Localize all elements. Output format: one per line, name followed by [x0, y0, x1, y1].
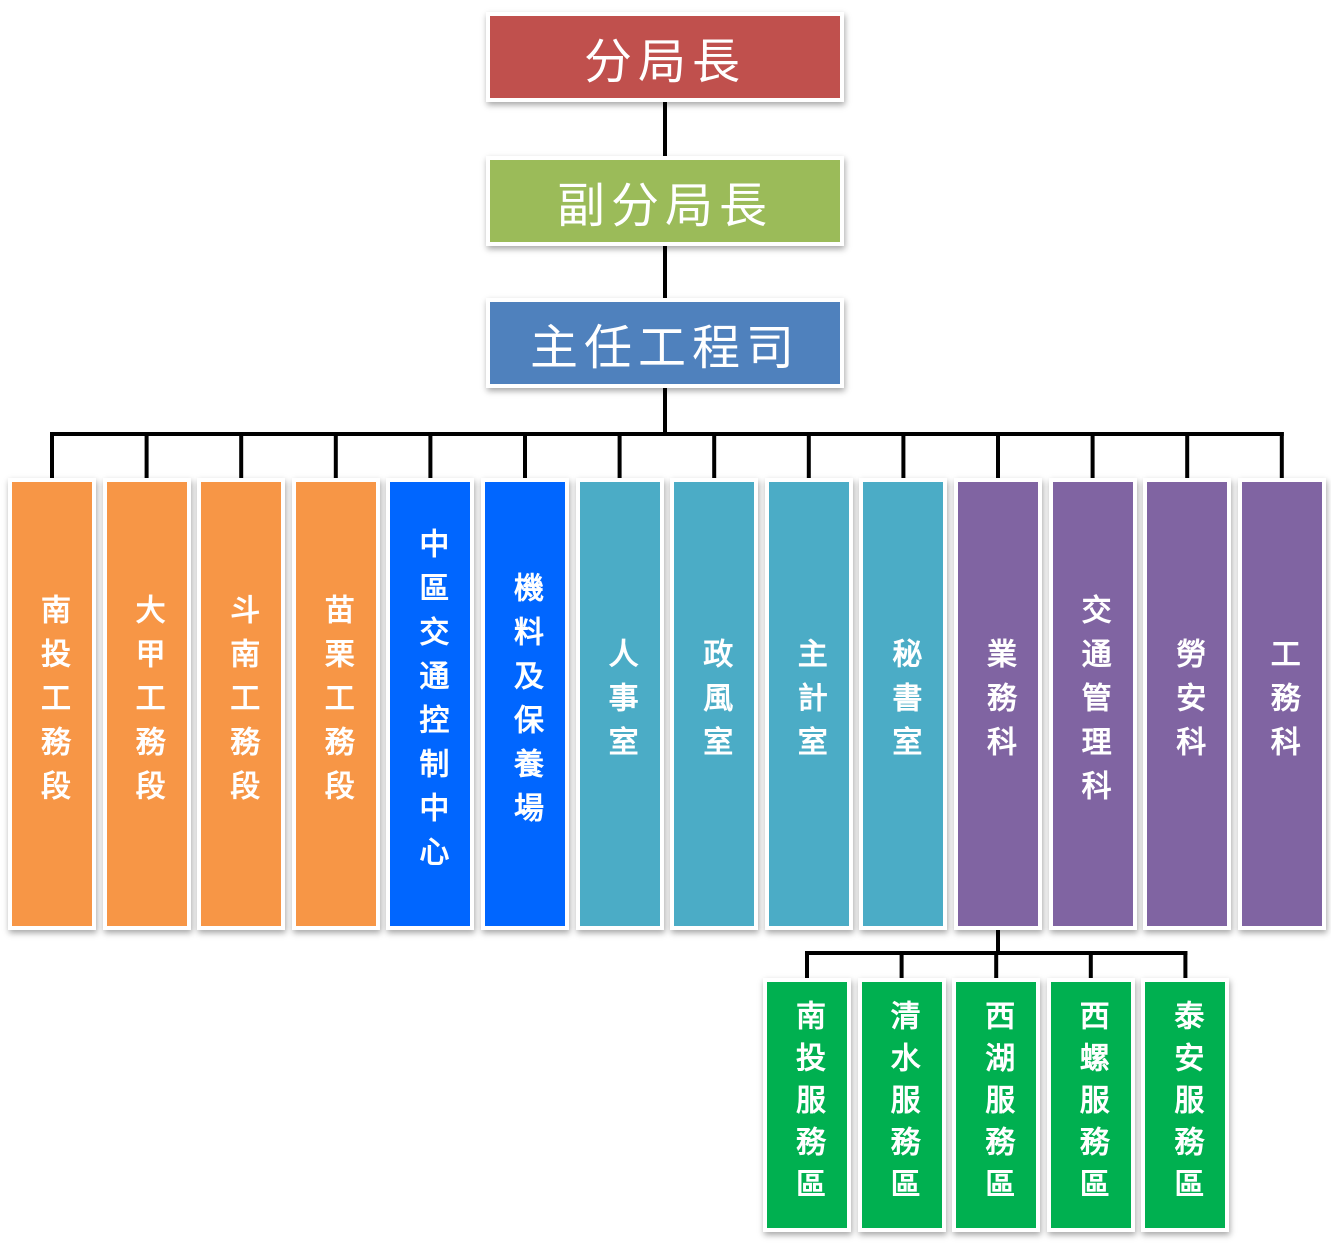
unit-box: 南投工務段	[8, 478, 96, 930]
chief-engineer-box: 主任工程司	[486, 298, 844, 388]
service-area-box: 泰安服務區	[1141, 978, 1230, 1232]
deputy-chief-box: 副分局長	[486, 156, 844, 246]
unit-box: 人事室	[575, 478, 664, 930]
unit-box: 斗南工務段	[197, 478, 286, 930]
unit-box: 秘書室	[859, 478, 948, 930]
service-area-box: 西螺服務區	[1046, 978, 1135, 1232]
unit-box: 大甲工務段	[102, 478, 191, 930]
unit-box: 勞安科	[1143, 478, 1232, 930]
unit-box: 業務科	[954, 478, 1042, 930]
unit-box: 中區交通控制中心	[386, 478, 475, 930]
unit-box: 政風室	[670, 478, 759, 930]
unit-box: 苗栗工務段	[291, 478, 380, 930]
unit-box: 交通管理科	[1048, 478, 1137, 930]
unit-box: 工務科	[1237, 478, 1326, 930]
service-area-box: 南投服務區	[763, 978, 851, 1232]
service-area-box: 清水服務區	[857, 978, 946, 1232]
unit-box: 機料及保養場	[481, 478, 569, 930]
unit-box: 主計室	[764, 478, 853, 930]
service-area-box: 西湖服務區	[952, 978, 1041, 1232]
chief-box: 分局長	[486, 12, 844, 102]
